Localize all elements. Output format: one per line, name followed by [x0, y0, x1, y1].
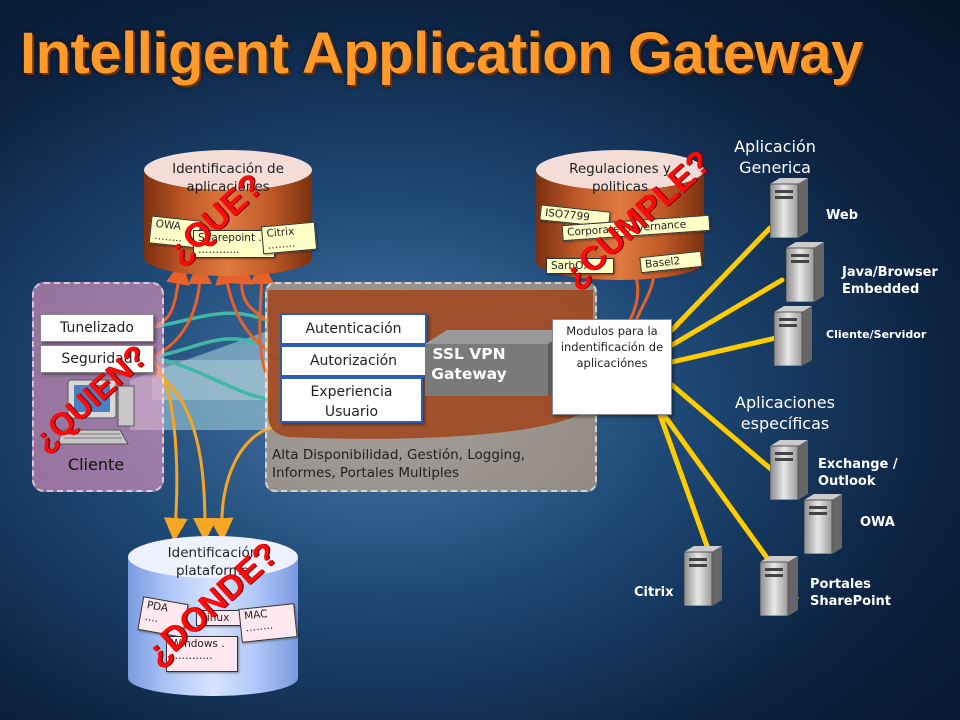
exchange-label: Exchange / Outlook	[818, 457, 898, 489]
apps-cylinder-label: Identificación de aplicaciones	[172, 161, 284, 195]
plataforma-cylinder-top	[128, 536, 298, 578]
exchange-server-icon	[770, 440, 808, 500]
web-label: Web	[826, 208, 858, 223]
ssl-vpn-box	[425, 330, 570, 396]
slide-title: Intelligent Application Gateway	[20, 21, 863, 86]
sharepoint-sticker: Sharepoint . ………...	[193, 230, 275, 258]
ssl-vpn-label: SSL VPN Gateway	[431, 345, 507, 383]
regulaciones-cylinder-top	[536, 150, 704, 190]
specific-apps-header: Aplicaciones específicas	[735, 393, 835, 433]
experiencia-usuario-button[interactable]: Experiencia Usuario	[280, 377, 423, 423]
java-server-icon	[786, 242, 824, 302]
autenticacion-button[interactable]: Autenticación	[280, 313, 427, 345]
cliente-servidor-icon	[774, 306, 812, 366]
plataforma-cylinder-label: Identificación plataforma	[167, 545, 259, 579]
tunelizado-button[interactable]: Tunelizado	[40, 314, 154, 342]
gateway-footer-text: Alta Disponibilidad, Gestión, Logging, I…	[272, 447, 526, 481]
citrix-server-icon	[684, 546, 722, 606]
client-label: Cliente	[67, 455, 125, 474]
linux-sticker: Linux	[196, 610, 246, 626]
web-server-icon	[770, 178, 808, 238]
app-link-lines	[657, 225, 799, 601]
mac-sticker: MAC ……..	[238, 603, 298, 643]
apps-cylinder-top	[144, 150, 312, 190]
generic-apps-header: Aplicación Generica	[734, 137, 816, 177]
owa-label: OWA	[860, 515, 895, 530]
citrix-sticker: Citrix ……..	[260, 221, 318, 255]
cliente-servidor-label: Cliente/Servidor	[826, 328, 927, 341]
owa-server-icon	[804, 494, 842, 554]
windows-sticker: Windows . ………...	[166, 636, 238, 672]
computer-icon	[58, 379, 135, 445]
autorizacion-button[interactable]: Autorización	[280, 345, 427, 377]
regulaciones-cylinder-label: Regulaciones y politicas	[569, 161, 671, 195]
seguridad-button[interactable]: Seguridad	[40, 345, 154, 373]
citrix-label: Citrix	[634, 585, 674, 600]
modulos-box: Modulos para la indentificación de aplic…	[552, 319, 672, 415]
sharepoint-label: Portales SharePoint	[810, 577, 892, 609]
sharepoint-server-icon	[760, 556, 798, 616]
java-label: Java/Browser Embedded	[842, 265, 938, 297]
sarbox-sticker: SarbOx	[546, 258, 614, 274]
